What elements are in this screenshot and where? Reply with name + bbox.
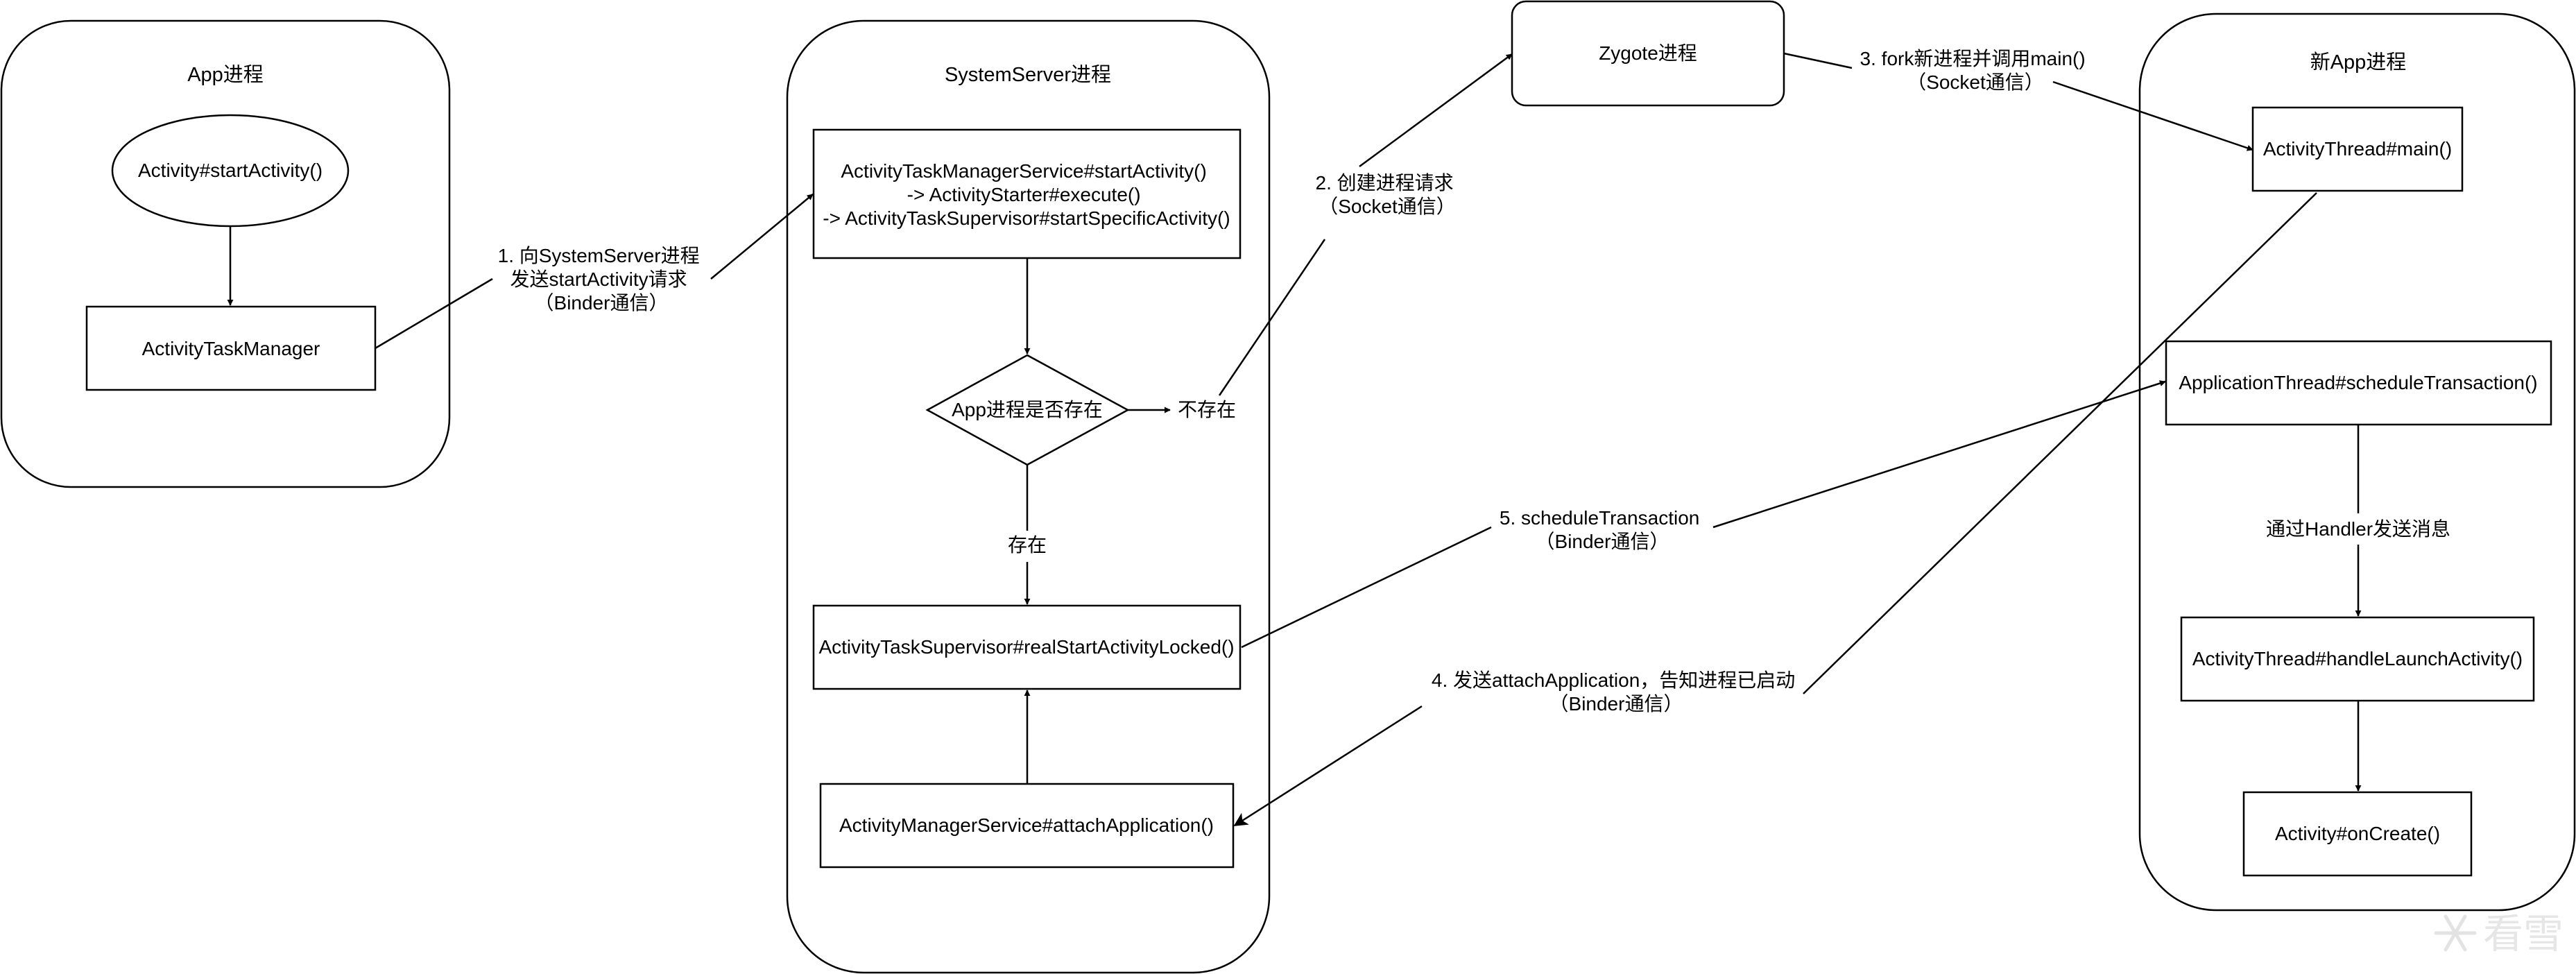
thread-main-label: ActivityThread#main()	[2263, 138, 2452, 160]
thread-main-node[interactable]: ActivityThread#main()	[2251, 106, 2464, 192]
real-start-node[interactable]: ActivityTaskSupervisor#realStartActivity…	[812, 604, 1242, 690]
edge-step4-b	[1233, 705, 1423, 827]
activity-task-manager-label: ActivityTaskManager	[142, 338, 320, 359]
step4-line-2: （Binder通信）	[1549, 693, 1683, 715]
step3-line-2: （Socket通信）	[1907, 71, 2044, 93]
edge-step4-a	[1803, 192, 2317, 694]
app-exists-decision-node[interactable]: App进程是否存在	[925, 354, 1130, 466]
on-create-label: Activity#onCreate()	[2275, 823, 2440, 844]
on-create-node[interactable]: Activity#onCreate()	[2242, 791, 2473, 877]
handle-launch-label: ActivityThread#handleLaunchActivity()	[2192, 648, 2523, 669]
app-process-container: App进程	[0, 19, 451, 488]
schedule-transaction-label: ApplicationThread#scheduleTransaction()	[2179, 372, 2537, 393]
atms-start-node[interactable]: ActivityTaskManagerService#startActivity…	[812, 128, 1242, 259]
step5-line-2: （Binder通信）	[1536, 531, 1669, 552]
edge-step3-a	[1783, 52, 1853, 69]
watermark-text: 看雪	[2483, 910, 2564, 957]
app-process-title: App进程	[187, 64, 264, 86]
activity-start-node[interactable]: Activity#startActivity()	[111, 114, 350, 228]
attach-application-label: ActivityManagerService#attachApplication…	[839, 814, 1214, 836]
real-start-label: ActivityTaskSupervisor#realStartActivity…	[818, 636, 1234, 658]
new-app-process-title: 新App进程	[2310, 51, 2407, 74]
step1-line-1: 1. 向SystemServer进程	[498, 245, 700, 266]
step1-label: 1. 向SystemServer进程 发送startActivity请求 （Bi…	[498, 245, 705, 314]
edge-step2-b	[1359, 53, 1513, 168]
activity-start-label: Activity#startActivity()	[138, 160, 323, 181]
step2-label: 2. 创建进程请求 （Socket通信）	[1316, 172, 1459, 217]
zygote-node[interactable]: Zygote进程	[1511, 0, 1785, 107]
step5-line-1: 5. scheduleTransaction	[1500, 507, 1699, 529]
handle-launch-node[interactable]: ActivityThread#handleLaunchActivity()	[2180, 616, 2535, 702]
edge-step1-a	[375, 277, 493, 350]
new-app-process-container: 新App进程	[2138, 12, 2576, 912]
app-exists-decision-label: App进程是否存在	[952, 399, 1103, 420]
schedule-transaction-node[interactable]: ApplicationThread#scheduleTransaction()	[2165, 340, 2552, 426]
zygote-label: Zygote进程	[1599, 42, 1697, 64]
atms-start-line-1: ActivityTaskManagerService#startActivity…	[841, 160, 1206, 182]
atms-start-line-3: -> ActivityTaskSupervisor#startSpecificA…	[823, 207, 1230, 229]
activity-task-manager-node[interactable]: ActivityTaskManager	[85, 305, 377, 391]
step2-line-1: 2. 创建进程请求	[1316, 172, 1454, 194]
not-exists-label: 不存在	[1178, 399, 1236, 420]
atms-start-line-2: -> ActivityStarter#execute()	[907, 184, 1141, 205]
handler-edge-label: 通过Handler发送消息	[2266, 518, 2450, 540]
step4-label: 4. 发送attachApplication，告知进程已启动 （Binder通信…	[1432, 669, 1801, 715]
edge-step5-a	[1241, 526, 1492, 649]
edge-step1-b	[710, 194, 814, 280]
step2-line-2: （Socket通信）	[1319, 196, 1456, 217]
step3-line-1: 3. fork新进程并调用main()	[1860, 48, 2086, 69]
exists-label: 存在	[1008, 534, 1047, 556]
step4-line-1: 4. 发送attachApplication，告知进程已启动	[1432, 669, 1795, 691]
edge-step3-b	[2052, 80, 2253, 151]
edge-step5-b	[1712, 380, 2166, 529]
step5-label: 5. scheduleTransaction （Binder通信）	[1500, 507, 1705, 552]
systemserver-process-title: SystemServer进程	[945, 64, 1111, 86]
step1-line-3: （Binder通信）	[535, 292, 669, 314]
watermark: 看雪	[2434, 910, 2564, 957]
edge-step2-a	[1218, 239, 1326, 396]
step1-line-2: 发送startActivity请求	[510, 268, 687, 290]
systemserver-process-container: SystemServer进程	[786, 19, 1271, 974]
step3-label: 3. fork新进程并调用main() （Socket通信）	[1860, 48, 2091, 93]
attach-application-node[interactable]: ActivityManagerService#attachApplication…	[819, 783, 1235, 869]
atms-start-label: ActivityTaskManagerService#startActivity…	[823, 160, 1230, 229]
snowflake-icon	[2434, 914, 2477, 952]
